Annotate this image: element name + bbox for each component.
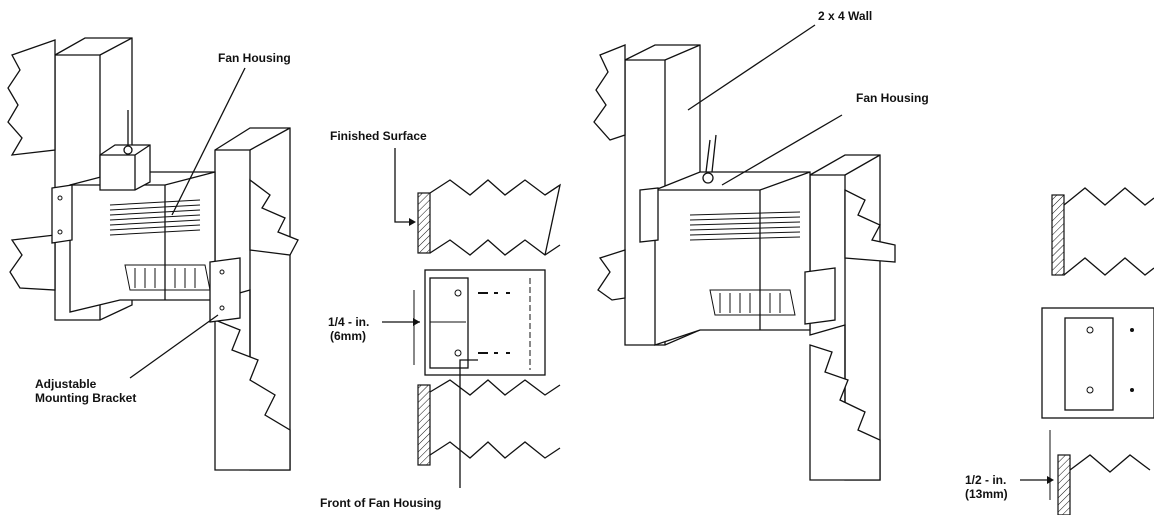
label-front-of-fan-housing: Front of Fan Housing bbox=[320, 496, 441, 510]
label-half-mm: (13mm) bbox=[965, 487, 1008, 501]
leader-fan-housing-left bbox=[171, 67, 246, 216]
left-detail-section bbox=[382, 148, 561, 488]
label-quarter-mm: (6mm) bbox=[330, 329, 366, 343]
right-front-stud bbox=[809, 154, 896, 481]
right-stud bbox=[214, 127, 299, 471]
label-fan-housing-right: Fan Housing bbox=[856, 91, 929, 105]
fan-housing-left bbox=[69, 110, 216, 313]
left-isometric-assembly bbox=[7, 37, 299, 471]
label-adjustable-line2: Mounting Bracket bbox=[35, 391, 136, 405]
label-half-inch: 1/2 - in. bbox=[965, 473, 1006, 487]
leader-bracket-left bbox=[129, 314, 219, 379]
leader-wall bbox=[687, 24, 816, 111]
adjustable-mounting-bracket-left bbox=[51, 184, 241, 323]
adjustable-mounting-bracket-right bbox=[639, 187, 836, 325]
label-finished-surface: Finished Surface bbox=[330, 129, 427, 143]
right-isometric-assembly bbox=[593, 24, 896, 481]
leader-fan-housing-right bbox=[721, 114, 843, 186]
fan-housing-right bbox=[654, 134, 811, 346]
label-quarter-inch: 1/4 - in. bbox=[328, 315, 369, 329]
label-fan-housing-left: Fan Housing bbox=[218, 51, 291, 65]
label-adjustable-line1: Adjustable bbox=[35, 377, 97, 391]
right-detail-section bbox=[1020, 187, 1154, 515]
label-two-by-four-wall: 2 x 4 Wall bbox=[818, 9, 872, 23]
